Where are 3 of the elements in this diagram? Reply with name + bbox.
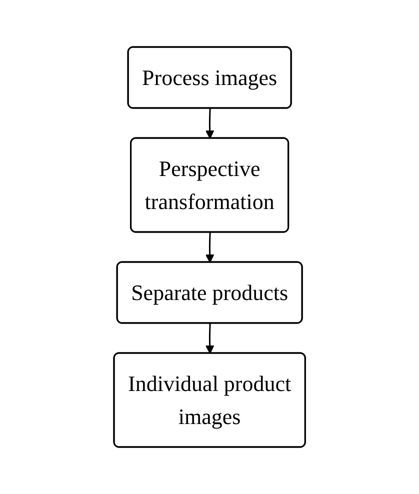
arrow (205, 108, 214, 139)
arrow (205, 323, 214, 354)
arrow (205, 232, 214, 263)
